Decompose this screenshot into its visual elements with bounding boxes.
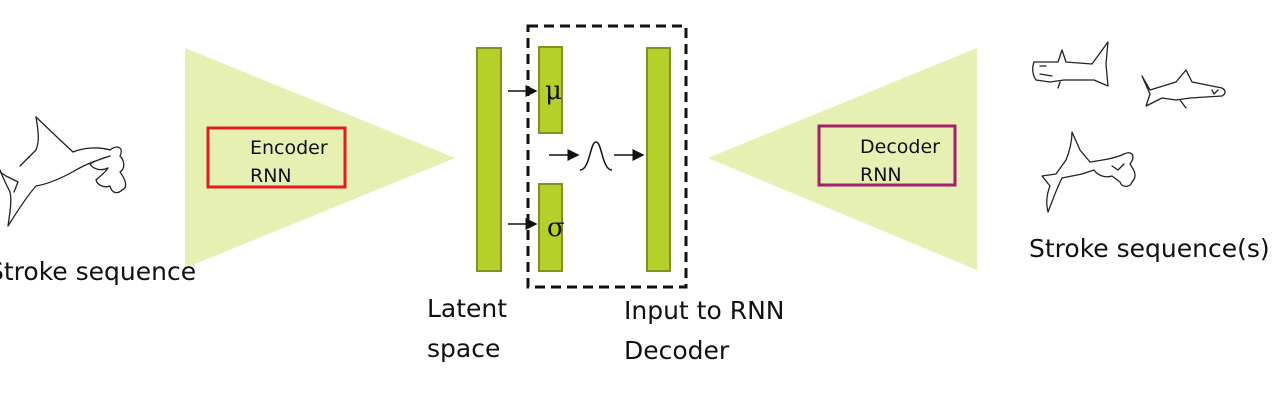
encoder-trapezoid (185, 48, 455, 268)
rnn-input-label-line1: Input to RNN (624, 296, 785, 325)
sigma-symbol: σ (547, 213, 565, 243)
output-shark-sketch-icon (1041, 131, 1136, 213)
gaussian-curve-icon (579, 141, 613, 171)
latent-label-line1: Latent (427, 294, 508, 323)
latent-bar (476, 47, 502, 272)
decoder-label-line1: Decoder (860, 136, 940, 158)
output-stroke-label: Stroke sequence(s) (1029, 234, 1270, 263)
decoder-label-line2: RNN (860, 164, 902, 186)
sampling-dashed-box (526, 24, 688, 289)
rnn-input-label-line2: Decoder (624, 336, 730, 365)
decoder-input-bar (646, 47, 671, 272)
encoder-label-line2: RNN (250, 165, 292, 187)
mu-symbol: μ (545, 76, 562, 106)
decoder-box (817, 124, 957, 187)
output-shark-sketch-icon (1032, 41, 1109, 89)
mu-bar (538, 46, 563, 134)
decoder-trapezoid (708, 48, 977, 270)
encoder-label-line1: Encoder (250, 137, 328, 159)
input-stroke-label: Stroke sequence (0, 257, 197, 286)
input-shark-sketch-icon (0, 116, 127, 227)
latent-label-line2: space (427, 334, 501, 363)
output-shark-sketch-icon (1141, 69, 1226, 109)
encoder-box (206, 126, 347, 189)
sigma-bar (538, 183, 563, 272)
